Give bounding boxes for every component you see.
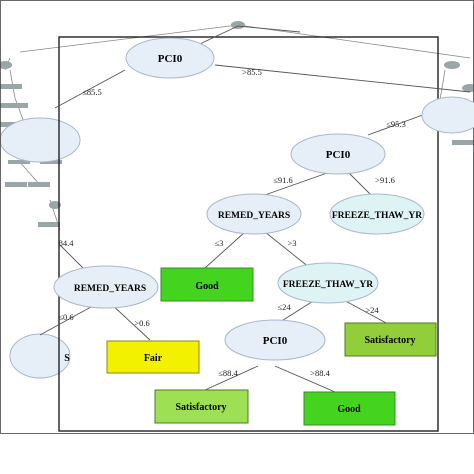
edge-label-right-06: >0.6 — [134, 318, 149, 328]
edge-label-pci-low-right: >88.4 — [310, 368, 330, 378]
good-leaf-1-label: Good — [195, 281, 219, 292]
edge-label-freeze-right: >24 — [365, 305, 379, 315]
zoom-frame — [58, 36, 439, 432]
fair-leaf-label: Fair — [144, 353, 163, 364]
pci-node-right-label: PCI0 — [326, 149, 351, 161]
freeze-thaw-node-right-label: FREEZE_THAW_YR — [332, 211, 422, 221]
edge-label-remed-left: ≤3 — [215, 238, 224, 248]
edges — [39, 25, 471, 393]
pci-node-right[interactable] — [290, 133, 386, 175]
edge-label-root-right: >85.5 — [242, 67, 262, 77]
edge-labels: ≤85.5 >85.5 ≤95.3 ≤91.6 >91.6 ≤3 >3 ≤24 … — [58, 67, 405, 378]
remed-years-node-left[interactable] — [53, 265, 159, 309]
satisfactory-leaf-2[interactable] — [154, 389, 249, 424]
footer-space — [0, 434, 474, 474]
good-leaf-1[interactable] — [160, 267, 254, 302]
edge-label-right-pci-in: ≤95.3 — [386, 119, 406, 129]
edge-label-freeze-left: ≤24 — [277, 302, 291, 312]
edge-label-pci-right: >91.6 — [375, 175, 395, 185]
freeze-thaw-node-mid-label: FREEZE_THAW_YR — [283, 280, 373, 290]
partial-left-node — [0, 117, 81, 163]
freeze-thaw-node-mid[interactable] — [277, 262, 379, 304]
root-node[interactable] — [125, 37, 215, 79]
satisfactory-leaf-1-label: Satisfactory — [364, 335, 415, 346]
edge-label-pci-low-left: ≤88.4 — [218, 368, 238, 378]
edge-label-pci-left: ≤91.6 — [273, 175, 293, 185]
pci-node-low-label: PCI0 — [263, 335, 288, 347]
right-partial-node — [421, 96, 474, 134]
remed-years-node-label: REMED_YEARS — [218, 211, 290, 221]
edge-label-left-06: ≤0.6 — [58, 312, 73, 322]
pci-node-low[interactable] — [224, 319, 326, 361]
remed-years-node-left-label: REMED_YEARS — [74, 284, 146, 294]
fair-leaf[interactable] — [106, 340, 200, 374]
root-node-label: PCI0 — [158, 53, 183, 65]
satisfactory-leaf-1[interactable] — [344, 322, 437, 357]
good-leaf-2-label: Good — [337, 404, 361, 415]
partial-left-node-label: S — [64, 353, 70, 364]
freeze-thaw-node-right[interactable] — [329, 193, 425, 235]
good-leaf-2[interactable] — [303, 391, 396, 426]
remed-years-node[interactable] — [206, 193, 302, 235]
partial-left-node-2 — [9, 333, 71, 379]
satisfactory-leaf-2-label: Satisfactory — [175, 402, 226, 413]
edge-label-left-84: 84.4 — [59, 238, 75, 248]
edge-label-root-left: ≤85.5 — [82, 87, 102, 97]
edge-label-remed-right: >3 — [287, 238, 296, 248]
